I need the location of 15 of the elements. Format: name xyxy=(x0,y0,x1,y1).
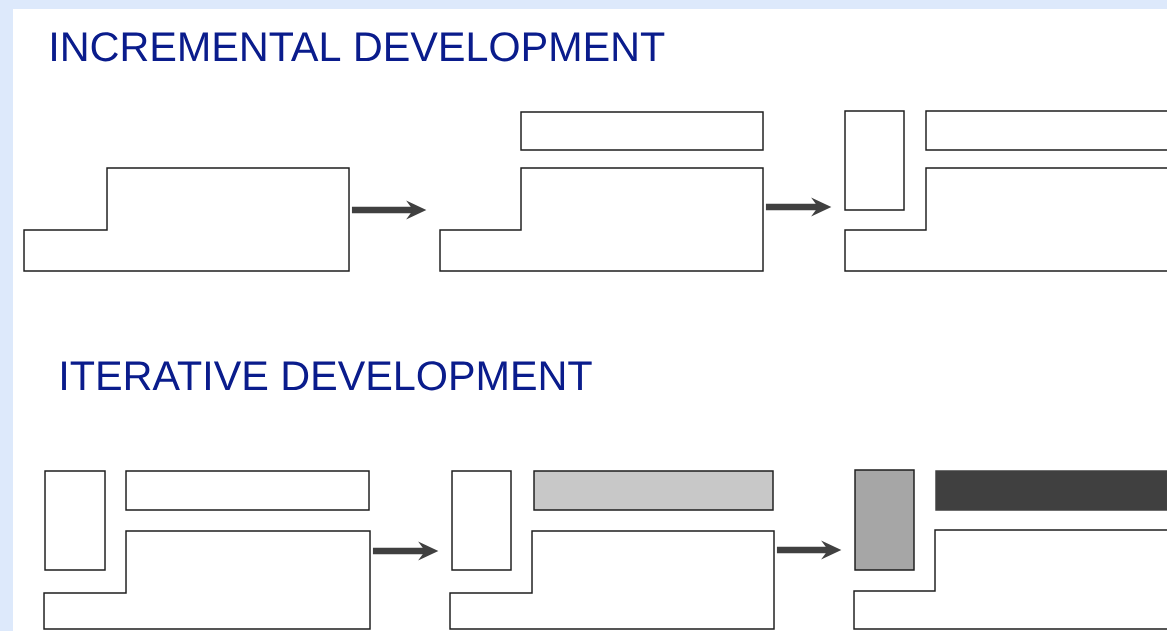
step-shape xyxy=(439,167,764,272)
block-box xyxy=(520,111,764,151)
block-box xyxy=(451,470,512,571)
block-box xyxy=(854,469,915,571)
block-box xyxy=(125,470,370,511)
block-box xyxy=(925,110,1167,151)
block-box xyxy=(935,470,1167,511)
block-box xyxy=(533,470,774,511)
block-box xyxy=(44,470,106,571)
section-heading: ITERATIVE DEVELOPMENT xyxy=(62,361,592,391)
step-shape xyxy=(853,529,1167,630)
step-shape xyxy=(23,167,350,272)
section-heading: INCREMENTAL DEVELOPMENT xyxy=(52,32,665,62)
block-box xyxy=(844,110,905,211)
step-shape xyxy=(844,167,1167,272)
